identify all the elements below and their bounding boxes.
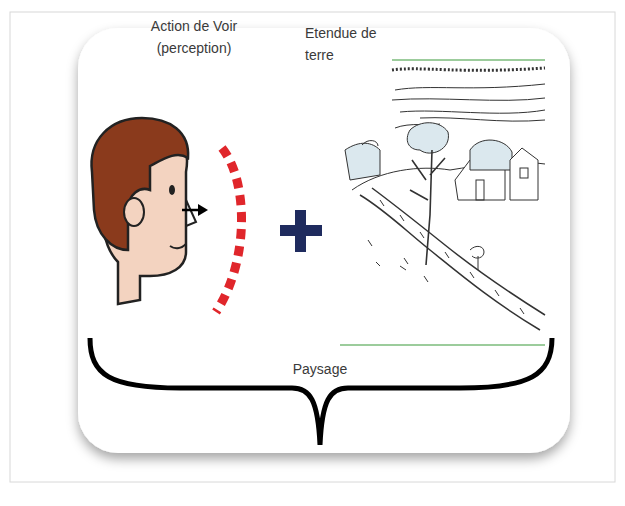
perception-wave [216, 148, 242, 312]
sight-arrow-head [198, 204, 208, 216]
caption-label: Etendue de terre [305, 22, 395, 66]
landscape-sketch [340, 60, 545, 345]
head-icon [92, 118, 196, 304]
caption-label: Paysage [270, 358, 370, 380]
sight-arrow [182, 209, 200, 212]
card [78, 28, 570, 453]
caption-label: Action de Voir (perception) [138, 15, 250, 59]
plus-sign [280, 210, 322, 252]
grouping-brace [90, 338, 552, 445]
outer-frame [10, 12, 615, 482]
